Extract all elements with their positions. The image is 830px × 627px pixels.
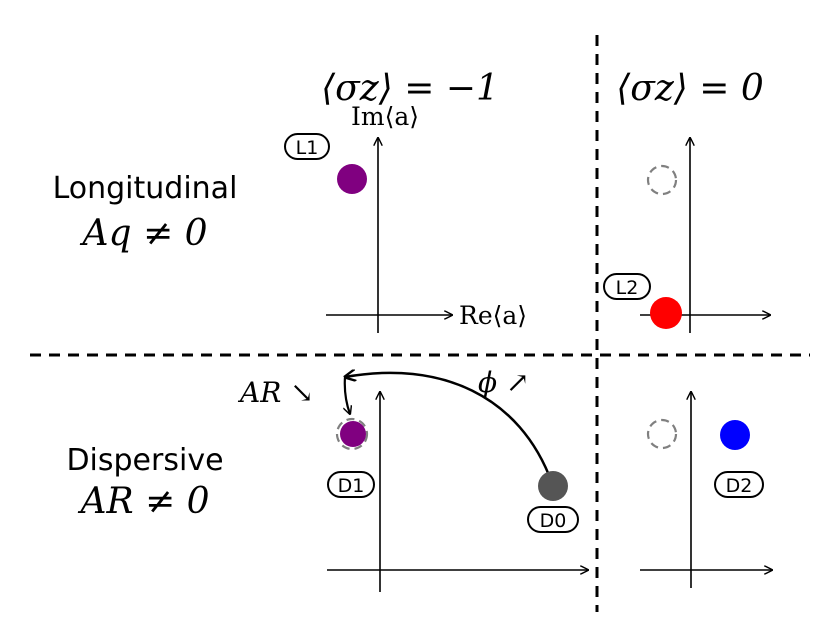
badge-L1: L1	[284, 133, 330, 160]
point-D2	[720, 420, 750, 450]
point-L2	[650, 297, 682, 329]
axes-dispersive-ground	[327, 392, 588, 592]
label-D1: D1	[338, 475, 365, 497]
phase-rotation-arc	[345, 373, 554, 484]
badge-D0: D0	[527, 506, 579, 533]
axes-dispersive-superposition	[640, 392, 772, 588]
axes-longitudinal-ground: Im⟨a⟩ Re⟨a⟩	[326, 102, 527, 333]
x-axis-label: Re⟨a⟩	[459, 301, 527, 330]
row-condition-longitudinal: Aq ≠ 0	[80, 213, 208, 254]
amplitude-annotation: AR ↘	[237, 376, 314, 409]
badge-L2: L2	[603, 273, 651, 300]
badge-D1: D1	[327, 471, 375, 498]
label-D2: D2	[726, 475, 753, 497]
amplitude-arrow	[345, 376, 350, 414]
row-condition-dispersive: AR ≠ 0	[77, 481, 209, 522]
row-title-longitudinal: Longitudinal	[53, 171, 238, 206]
label-L1: L1	[296, 137, 319, 159]
label-L2: L2	[616, 277, 639, 299]
column-header-left: ⟨σz⟩ = −1	[321, 68, 499, 109]
label-D0: D0	[540, 510, 567, 532]
badge-D2: D2	[714, 471, 764, 498]
phase-annotation: ϕ ↗	[478, 366, 529, 399]
column-header-right: ⟨σz⟩ = 0	[616, 68, 764, 109]
row-title-dispersive: Dispersive	[66, 443, 223, 478]
y-axis-label: Im⟨a⟩	[351, 102, 419, 131]
ghost-circle-dispersive-left	[335, 417, 369, 451]
point-L1	[337, 164, 367, 194]
point-D1	[340, 421, 366, 447]
ghost-circle-dispersive-right	[646, 418, 678, 450]
point-D0	[538, 471, 568, 501]
ghost-circle-longitudinal	[646, 164, 678, 196]
